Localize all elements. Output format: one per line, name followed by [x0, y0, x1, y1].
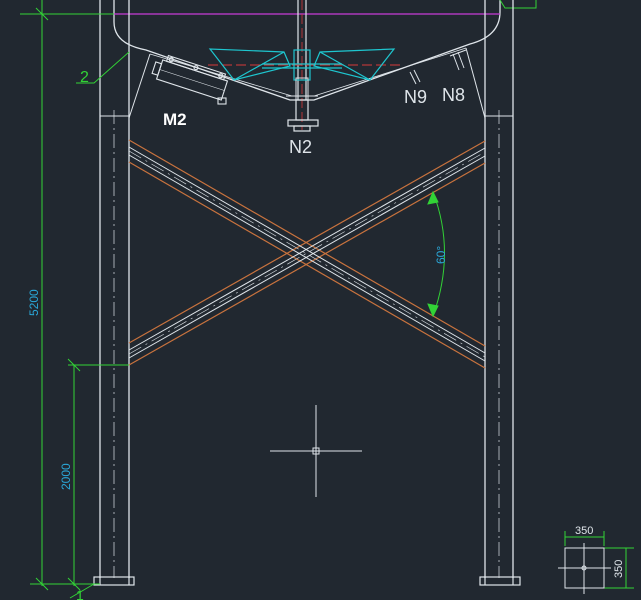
label-n9: N9: [404, 87, 427, 107]
manway-m2: [151, 54, 229, 105]
agitator: [208, 0, 404, 130]
top-nozzle: [499, 0, 537, 9]
dim-total-height: 5200: [27, 289, 41, 316]
agitator-blades: [208, 48, 396, 81]
nozzle-n2: [287, 99, 319, 132]
dimension-lines: [20, 0, 634, 599]
right-base-plate: [479, 576, 521, 586]
base-plate-detail: [558, 543, 611, 594]
nozzle-n8: [449, 49, 467, 71]
label-item-1: 1: [76, 587, 84, 600]
label-m2: M2: [163, 110, 187, 129]
vessel-bottom-inner: [149, 47, 467, 97]
base-plates: [93, 576, 521, 586]
cross-brace: [128, 139, 486, 369]
left-base-plate: [93, 576, 135, 586]
dim-base-height: 350: [613, 560, 625, 578]
label-n2: N2: [289, 137, 312, 157]
dim-base-width: 350: [575, 525, 593, 537]
crosshair-cursor: [270, 405, 362, 497]
support-legs: [99, 0, 514, 578]
angle-arc: [432, 191, 445, 317]
dim-brace-height: 2000: [59, 463, 73, 490]
dim-angle: 60°: [434, 246, 448, 264]
nozzle-n9: [409, 69, 421, 85]
label-n8: N8: [442, 85, 465, 105]
label-item-2: 2: [80, 69, 89, 86]
